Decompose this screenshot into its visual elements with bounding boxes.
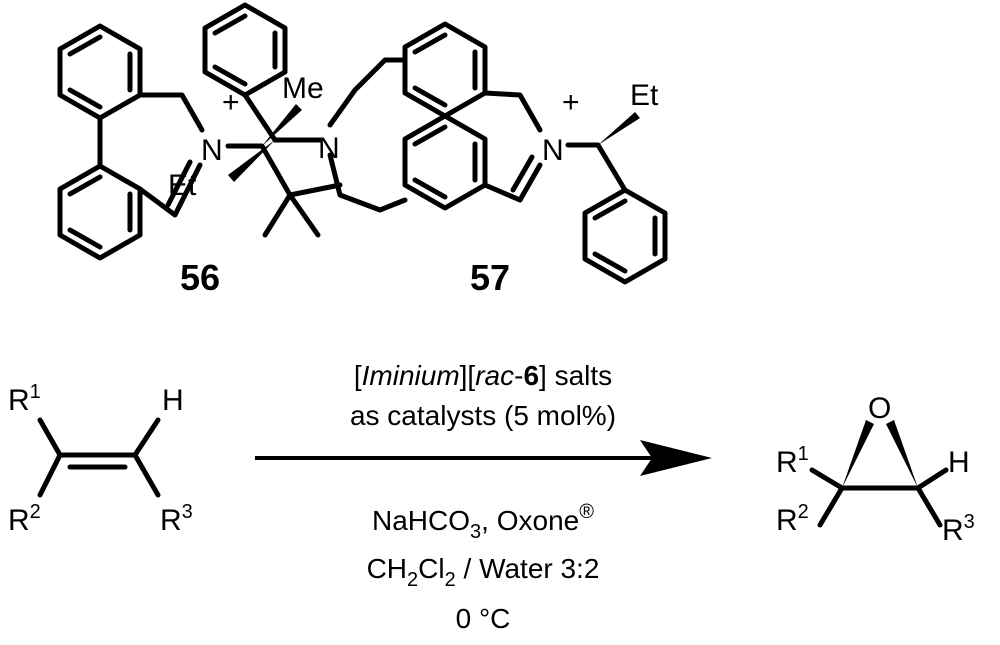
- methyl-label: Me: [282, 72, 324, 105]
- svg-text:R3: R3: [942, 511, 975, 547]
- ch2-bond-iminium: [482, 90, 543, 133]
- phenyl-left: [202, 2, 288, 98]
- r1-label: R: [776, 446, 798, 479]
- wedge-bond: [228, 140, 275, 182]
- reaction-arrow: [255, 440, 712, 476]
- svg-text:R1: R1: [776, 443, 809, 479]
- binaphthyl-ring-bottom: [402, 113, 488, 211]
- condition-reagents: NaHCO3, Oxone®: [372, 501, 594, 543]
- imine-bond: [137, 159, 203, 218]
- r1-superscript: 1: [798, 443, 809, 465]
- imine-bond: [482, 154, 543, 203]
- r3-superscript: 3: [182, 501, 193, 523]
- svg-text:R2: R2: [776, 501, 809, 537]
- svg-text:R2: R2: [8, 501, 41, 537]
- ethyl-label-right: Et: [630, 79, 659, 112]
- r2-superscript: 2: [30, 501, 41, 523]
- charge-label: +: [562, 86, 580, 119]
- amine-nitrogen-label: N: [318, 132, 340, 165]
- ethyl-label-left: Et: [168, 169, 197, 202]
- oxygen-label: O: [868, 392, 891, 425]
- substituent-bonds: [809, 467, 949, 491]
- compound-number-56: 56: [180, 257, 220, 298]
- ring-inner-bonds: [412, 32, 478, 108]
- iminium-nitrogen-label: N: [542, 134, 564, 167]
- r3-label: R: [160, 504, 182, 537]
- benzyl-bond: [565, 142, 628, 193]
- condition-solvent: CH2Cl2 / Water 3:2: [367, 553, 600, 591]
- compound-56: N + Me 56: [57, 23, 343, 298]
- arrowhead: [640, 440, 712, 476]
- r1-label: R: [8, 384, 30, 417]
- compound-number-57: 57: [470, 257, 510, 298]
- svg-text:R3: R3: [160, 501, 193, 537]
- r2-label: R: [8, 504, 30, 537]
- ring-inner-bonds: [592, 198, 658, 274]
- ring-inner-bonds: [412, 124, 478, 200]
- alkene-substrate: R1 R2 H R3: [8, 381, 193, 537]
- r2-superscript: 2: [798, 501, 809, 523]
- tbu-bonds: [225, 143, 343, 238]
- epoxide-product: O R1 R2 H R3: [776, 392, 975, 547]
- alkene-bonds: [37, 417, 161, 498]
- r2-label: R: [776, 504, 798, 537]
- condition-temperature: 0 °C: [456, 603, 511, 634]
- ch2-bond-left: [327, 57, 408, 128]
- wedge-bond: [842, 420, 874, 488]
- charge-label: +: [222, 86, 240, 119]
- r3-superscript: 3: [964, 511, 975, 533]
- ch2-bond: [137, 92, 205, 133]
- ch2-bond-right: [327, 152, 408, 213]
- wedge-bond: [598, 112, 640, 145]
- r1-superscript: 1: [30, 381, 41, 403]
- epoxide-bonds: [817, 485, 943, 528]
- condition-loading: as catalysts (5 mol%): [350, 400, 616, 431]
- hydrogen-label: H: [948, 446, 970, 479]
- ring-inner-bonds: [67, 34, 133, 110]
- ring-inner-bonds: [67, 174, 133, 250]
- compound-57: N N + Et Et 57: [168, 2, 668, 298]
- ring-inner-bonds: [212, 13, 278, 87]
- condition-catalyst: [Iminium][rac-6] salts: [354, 360, 612, 391]
- phenyl-right: [582, 187, 668, 285]
- r3-label: R: [942, 514, 964, 547]
- wedge-bond: [886, 420, 918, 488]
- nitrogen-label: N: [201, 134, 223, 167]
- svg-text:R1: R1: [8, 381, 41, 417]
- hydrogen-label: H: [162, 384, 184, 417]
